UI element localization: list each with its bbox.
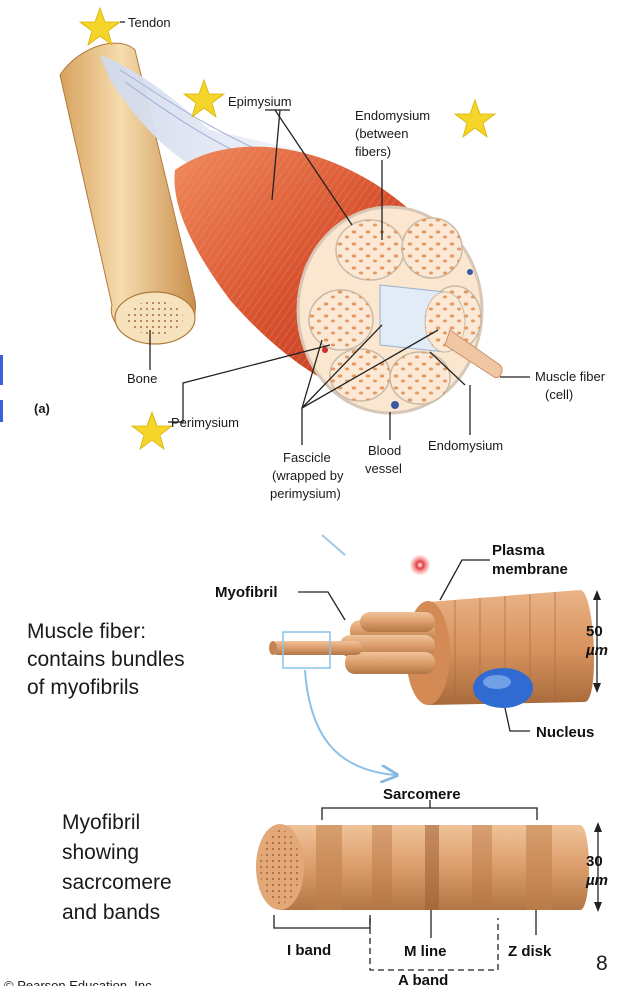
label-i-band: I band xyxy=(287,942,331,959)
footer-copyright: © Pearson Education, Inc. xyxy=(4,978,155,986)
pointer-dot xyxy=(410,555,430,575)
single-muscle-fiber xyxy=(444,329,503,379)
caption-line: Myofibril xyxy=(62,811,140,834)
star-icon xyxy=(130,410,174,451)
caption-line: of myofibrils xyxy=(27,676,139,699)
scale-value: 50 xyxy=(586,623,603,640)
label-fascicle: (wrapped by xyxy=(272,468,344,483)
zoom-box xyxy=(282,631,331,669)
caption-line: sacrcomere xyxy=(62,871,172,894)
label-muscle-fiber: Muscle fiber xyxy=(535,369,606,384)
star-icon xyxy=(78,6,122,47)
label-tendon: Tendon xyxy=(128,15,171,30)
label-myofibril: Myofibril xyxy=(215,584,278,601)
myofibril-diagram xyxy=(256,800,602,971)
scale-value: 30 xyxy=(586,853,603,870)
label-perimysium: Perimysium xyxy=(171,415,239,430)
label-epimysium: Epimysium xyxy=(228,94,292,109)
label-endomysium-between: Endomysium xyxy=(355,108,430,123)
i-band-bracket xyxy=(273,915,371,929)
muscle-cross-section-diagram xyxy=(59,42,503,415)
label-a-band: A band xyxy=(398,972,448,986)
label-blood-vessel: vessel xyxy=(365,461,402,476)
label-z-disk: Z disk xyxy=(508,943,552,960)
label-nucleus: Nucleus xyxy=(536,724,594,741)
panel-label: (a) xyxy=(34,401,50,416)
label-plasma-membrane: Plasma xyxy=(492,542,545,559)
page-number: 8 xyxy=(596,952,608,975)
label-endomysium-between: (between xyxy=(355,126,408,141)
caption-line: and bands xyxy=(62,901,160,924)
label-fascicle: Fascicle xyxy=(283,450,331,465)
bottom-labels: Sarcomere 30 µm I band M line Z disk A b… xyxy=(62,786,608,986)
label-fascicle: perimysium) xyxy=(270,486,341,501)
leader-lines-top xyxy=(120,21,530,445)
muscle-fiber-diagram xyxy=(269,555,601,775)
label-muscle-fiber: (cell) xyxy=(545,387,573,402)
caption-line: Muscle fiber: xyxy=(27,620,146,643)
label-endomysium-between: fibers) xyxy=(355,144,391,159)
a-band-bracket xyxy=(369,918,499,971)
bands xyxy=(316,825,552,910)
label-sarcomere: Sarcomere xyxy=(383,786,461,803)
caption-line: contains bundles xyxy=(27,648,185,671)
edge-fragment xyxy=(0,400,3,422)
star-icon xyxy=(182,78,226,119)
scale-unit: µm xyxy=(585,872,608,889)
label-endomysium: Endomysium xyxy=(428,438,503,453)
star-icon xyxy=(453,98,497,139)
label-bone: Bone xyxy=(127,371,157,386)
label-plasma-membrane: membrane xyxy=(492,561,568,578)
muscle-fiber-body xyxy=(428,590,595,705)
edge-fragment xyxy=(0,355,3,385)
middle-labels: Myofibril Plasma membrane 50 µm Nucleus … xyxy=(27,542,608,741)
sarcomere-bracket xyxy=(321,807,538,820)
label-blood-vessel: Blood xyxy=(368,443,401,458)
label-m-line: M line xyxy=(404,943,447,960)
zoom-arrow xyxy=(304,669,395,775)
top-labels: Tendon Epimysium Endomysium (between fib… xyxy=(34,15,606,501)
scale-unit: µm xyxy=(585,642,608,659)
caption-line: showing xyxy=(62,841,139,864)
faint-arrow-stroke xyxy=(321,534,346,556)
myofibril-bundle xyxy=(269,612,435,674)
star-markers xyxy=(78,6,497,451)
